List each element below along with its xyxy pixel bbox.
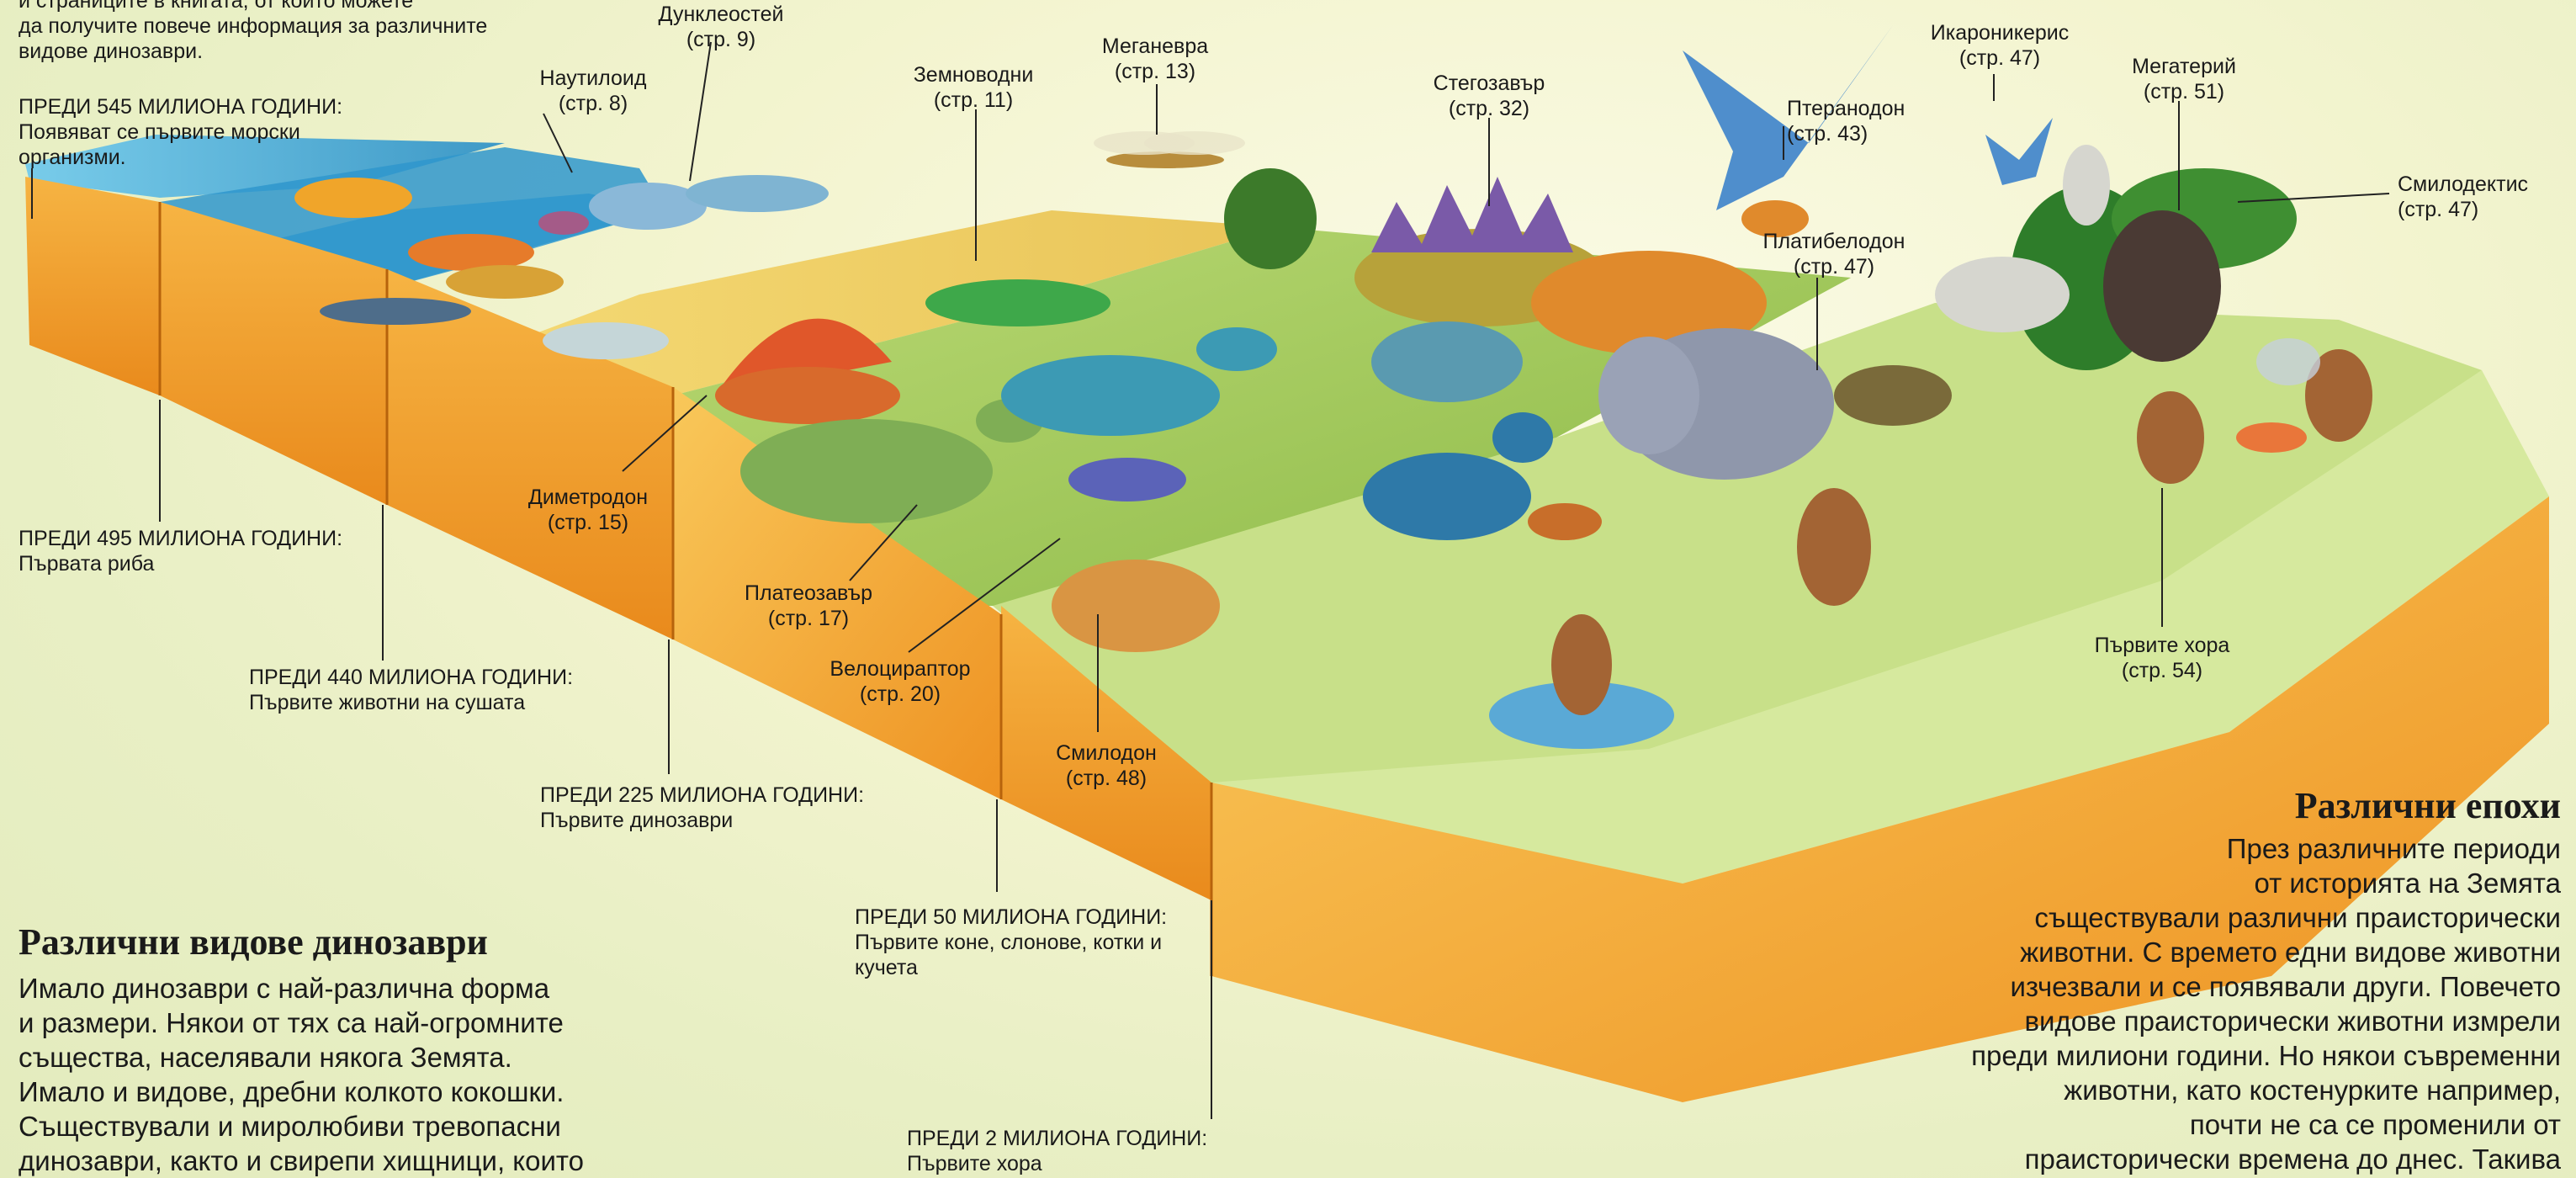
animal-page: (стр. 47) xyxy=(1793,255,1875,279)
epoch-line: праисторически времена до днес. Такива xyxy=(2024,1144,2561,1175)
era-text: Първите коне, слонове, котки и кучета xyxy=(855,931,1163,979)
animal-name: Смилодектис xyxy=(2398,172,2529,196)
animal-label-smilodon: Смилодон (стр. 48) xyxy=(1018,740,1195,791)
era-label-225: ПРЕДИ 225 МИЛИОНА ГОДИНИ: Първите диноза… xyxy=(540,783,927,833)
era-title: ПРЕДИ 545 МИЛИОНА ГОДИНИ: xyxy=(19,95,343,119)
animal-page: (стр. 8) xyxy=(558,92,628,115)
epochs-heading: Различни епохи xyxy=(2294,785,2561,826)
animal-label-amphibians: Земноводни (стр. 11) xyxy=(885,62,1062,113)
animal-label-megatherium: Мегатерий (стр. 51) xyxy=(2100,54,2268,104)
epoch-line: животни. С времето едни видове животни xyxy=(2020,937,2561,968)
animal-page: (стр. 20) xyxy=(859,682,941,706)
animal-name: Птеранодон xyxy=(1787,97,1905,120)
animal-name: Смилодон xyxy=(1056,741,1157,765)
animal-label-first-humans: Първите хора (стр. 54) xyxy=(2070,633,2255,683)
era-text: Появяват се първите морски организми. xyxy=(19,120,300,169)
animal-page: (стр. 15) xyxy=(547,511,629,534)
intro-line-1: и страниците в книгата, от които можете xyxy=(19,0,414,13)
animal-label-dimetrodon: Диметродон (стр. 15) xyxy=(500,485,676,535)
epoch-line: изчезвали и се появявали други. Повечето xyxy=(2010,971,2562,1002)
dino-types-body: Имало динозаври с най-различна форма и р… xyxy=(19,971,776,1178)
dino-line: Имало динозаври с най-различна форма xyxy=(19,973,550,1004)
animal-name: Диметродон xyxy=(527,486,649,509)
animal-name: Първите хора xyxy=(2094,634,2230,657)
animal-label-icaronycteris: Икароникерис (стр. 47) xyxy=(1903,20,2096,71)
intro-line-3: видове динозаври. xyxy=(19,40,204,63)
dino-line: динозаври, както и свирепи хищници, коит… xyxy=(19,1145,584,1176)
animal-page: (стр. 9) xyxy=(686,28,756,51)
animal-label-plateosaurus: Платеозавър (стр. 17) xyxy=(720,581,897,631)
animal-page: (стр. 43) xyxy=(1787,122,1868,146)
animal-page: (стр. 48) xyxy=(1065,767,1148,790)
era-title: ПРЕДИ 495 МИЛИОНА ГОДИНИ: xyxy=(19,527,343,550)
animal-name: Икароникерис xyxy=(1930,21,2070,45)
dino-line: Съществували и миролюбиви тревопасни xyxy=(19,1111,561,1142)
ocean-surface xyxy=(25,135,505,198)
animal-name: Меганевра xyxy=(1101,34,1209,58)
animal-label-stegosaurus: Стегозавър (стр. 32) xyxy=(1397,71,1582,121)
epoch-line: съществували различни праисторически xyxy=(2034,902,2561,933)
animal-page: (стр. 47) xyxy=(2398,198,2479,221)
era-title: ПРЕДИ 225 МИЛИОНА ГОДИНИ: xyxy=(540,783,865,807)
animal-label-dunkleosteus: Дунклеостей (стр. 9) xyxy=(633,2,809,52)
animal-label-velociraptor: Велоцираптор (стр. 20) xyxy=(808,656,993,707)
era-title: ПРЕДИ 440 МИЛИОНА ГОДИНИ: xyxy=(249,666,574,689)
animal-label-smilodectes: Смилодектис (стр. 47) xyxy=(2398,172,2566,222)
animal-page: (стр. 13) xyxy=(1114,60,1196,83)
animal-name: Земноводни xyxy=(913,63,1034,87)
animal-page: (стр. 17) xyxy=(767,607,850,630)
animal-name: Стегозавър xyxy=(1433,72,1545,95)
animal-label-platybelodon: Платибелодон (стр. 47) xyxy=(1741,229,1927,279)
dino-line: и размери. Някои от тях са най-огромните xyxy=(19,1007,564,1038)
animal-name: Дунклеостей xyxy=(658,3,784,26)
era-text: Първата риба xyxy=(19,552,155,576)
era-label-495: ПРЕДИ 495 МИЛИОНА ГОДИНИ: Първата риба xyxy=(19,526,372,576)
era-label-50: ПРЕДИ 50 МИЛИОНА ГОДИНИ: Първите коне, с… xyxy=(855,905,1208,980)
era-text: Първите хора xyxy=(907,1152,1042,1175)
animal-page: (стр. 32) xyxy=(1448,97,1530,120)
era-text: Първите животни на сушата xyxy=(249,691,526,714)
epoch-line: животни, като костенурките например, xyxy=(2064,1075,2561,1106)
dino-line: Имало и видове, дребни колкото кокошки. xyxy=(19,1076,564,1107)
era-label-545: ПРЕДИ 545 МИЛИОНА ГОДИНИ: Появяват се пъ… xyxy=(19,94,372,170)
era-label-440: ПРЕДИ 440 МИЛИОНА ГОДИНИ: Първите животн… xyxy=(249,665,636,715)
animal-page: (стр. 47) xyxy=(1959,46,2041,70)
epochs-section: Различни епохи През различните периоди о… xyxy=(1871,784,2561,1176)
dino-line: същества, населявали някога Земята. xyxy=(19,1042,512,1073)
animal-name: Платеозавър xyxy=(745,581,872,605)
era-label-2: ПРЕДИ 2 МИЛИОНА ГОДИНИ: Първите хора xyxy=(907,1126,1294,1176)
animal-name: Платибелодон xyxy=(1762,230,1905,253)
intro-text: и страниците в книгата, от които можете … xyxy=(19,0,607,64)
animal-name: Мегатерий xyxy=(2132,55,2236,78)
animal-name: Велоцираптор xyxy=(830,657,971,681)
intro-line-2: да получите повече информация за различн… xyxy=(19,14,488,38)
epoch-line: преди милиони години. Но някои съвременн… xyxy=(1971,1040,2561,1071)
animal-page: (стр. 11) xyxy=(933,88,1014,112)
epoch-line: от историята на Земята xyxy=(2254,868,2561,899)
epochs-body: През различните периоди от историята на … xyxy=(1871,831,2561,1176)
dino-types-section: Различни видове динозаври Имало динозавр… xyxy=(19,921,776,1178)
era-title: ПРЕДИ 50 МИЛИОНА ГОДИНИ: xyxy=(855,905,1168,929)
animal-label-meganeura: Меганевра (стр. 13) xyxy=(1067,34,1243,84)
epoch-line: видове праисторически животни измрели xyxy=(2024,1006,2561,1037)
animal-label-pteranodon: Птеранодон (стр. 43) xyxy=(1787,96,1972,146)
era-text: Първите динозаври xyxy=(540,809,734,832)
animal-page: (стр. 54) xyxy=(2121,659,2203,682)
era-title: ПРЕДИ 2 МИЛИОНА ГОДИНИ: xyxy=(907,1127,1208,1150)
animal-page: (стр. 51) xyxy=(2143,80,2225,103)
animal-label-nautiloid: Наутилоид (стр. 8) xyxy=(505,66,681,116)
animal-name: Наутилоид xyxy=(539,66,647,90)
epoch-line: почти не са се променили от xyxy=(2189,1109,2561,1140)
dino-types-heading: Различни видове динозаври xyxy=(19,921,488,963)
epoch-line: През различните периоди xyxy=(2226,833,2561,864)
